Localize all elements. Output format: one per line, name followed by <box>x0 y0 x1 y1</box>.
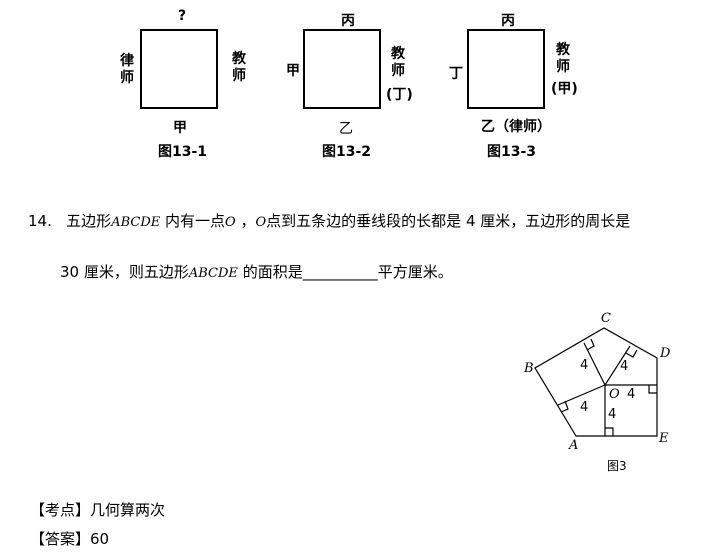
length-label: 4 <box>608 407 617 422</box>
length-label: 4 <box>580 358 589 373</box>
fig3-bottom: 乙（律师） <box>481 119 551 135</box>
fig1-right: 教师 <box>231 51 247 85</box>
label-a: A <box>569 438 579 453</box>
char: 师 <box>120 70 134 86</box>
fig2-bottom: 乙 <box>339 121 353 137</box>
math-o: O <box>255 215 267 230</box>
fig2-square <box>303 29 381 109</box>
label-c: C <box>601 311 611 326</box>
right-angle-mark <box>560 400 569 413</box>
label-b: B <box>524 361 534 376</box>
fig2-right-paren: (丁) <box>386 87 413 103</box>
fig2-right: 教师 <box>390 46 406 80</box>
fig3-left: 丁 <box>449 66 463 82</box>
fig2-left: 甲 <box>286 63 300 79</box>
fig3-square <box>467 29 545 109</box>
fig2-top: 丙 <box>341 13 355 29</box>
text: 五边形 <box>66 212 112 230</box>
fig3-right-paren: (甲) <box>551 81 578 97</box>
text: 点到五条边的垂线段的长都是 4 厘米，五边形的周长是 <box>266 212 631 230</box>
length-label: 4 <box>620 359 629 374</box>
fig3-right: 教师 <box>555 42 571 76</box>
length-label: 4 <box>627 387 636 402</box>
char: 师 <box>391 63 405 79</box>
diagram-caption: 图3 <box>607 459 627 473</box>
right-angle-mark <box>586 338 595 351</box>
question-number: 14. <box>28 212 52 230</box>
question-line-1: 14. 五边形ABCDE 内有一点O ，O点到五条边的垂线段的长都是 4 厘米，… <box>28 210 630 231</box>
char: 师 <box>556 59 570 75</box>
fig3-top: 丙 <box>501 13 515 29</box>
char: 教 <box>232 51 246 67</box>
math-o: O <box>225 215 236 230</box>
length-label: 4 <box>580 400 589 415</box>
answer: 【答案】60 <box>30 530 110 548</box>
fig1-bottom: 甲 <box>173 120 187 136</box>
text: 的面积是__________平方厘米。 <box>242 263 453 281</box>
text: ， <box>240 212 256 230</box>
math-abcde: ABCDE <box>111 215 161 230</box>
char: 律 <box>120 53 134 69</box>
fig3-caption: 图13-3 <box>487 144 537 160</box>
char: 教 <box>391 46 405 62</box>
text: 30 厘米，则五边形 <box>60 263 189 281</box>
right-angle-mark <box>648 385 657 394</box>
kaodian: 【考点】几何算两次 <box>30 501 166 519</box>
char: 教 <box>556 42 570 58</box>
perp-cd <box>604 345 631 386</box>
question-line-2: 30 厘米，则五边形ABCDE 的面积是__________平方厘米。 <box>60 261 453 282</box>
char: 师 <box>232 68 246 84</box>
fig1-square <box>140 29 218 109</box>
label-d: D <box>660 346 671 361</box>
label-e: E <box>659 431 669 446</box>
right-angle-mark <box>625 349 638 358</box>
pentagon <box>534 327 658 437</box>
right-angle-mark <box>605 427 614 436</box>
label-o: O <box>609 387 620 402</box>
fig1-left: 律师 <box>119 53 135 87</box>
math-abcde: ABCDE <box>188 266 238 281</box>
fig1-top: ? <box>178 8 187 24</box>
text: 内有一点 <box>165 212 226 230</box>
fig1-caption: 图13-1 <box>158 144 208 160</box>
fig2-caption: 图13-2 <box>322 144 372 160</box>
